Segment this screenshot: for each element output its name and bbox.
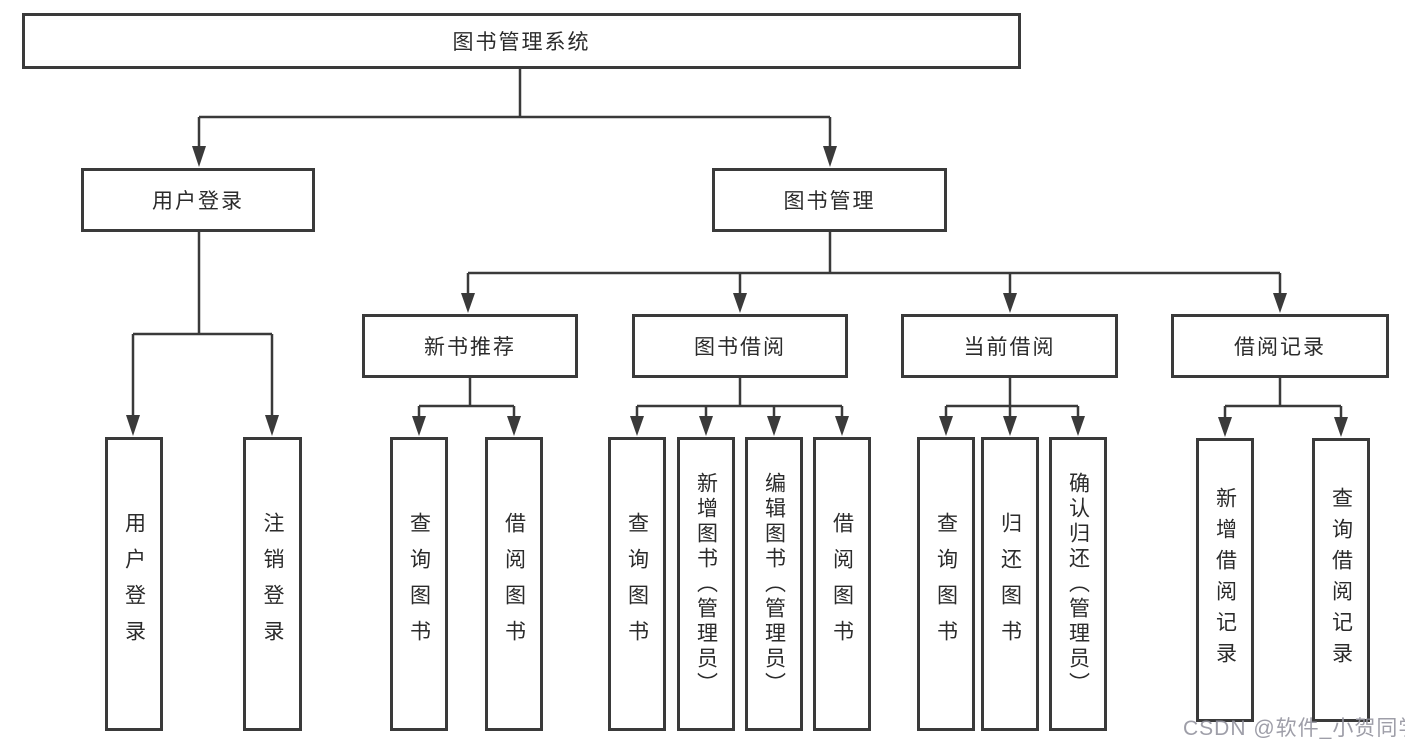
csdn-watermark: CSDN @软件_小贺同学 xyxy=(1183,717,1405,740)
leaf-logout: 注销登录 xyxy=(243,437,302,731)
leaf-query-books-1: 查询图书 xyxy=(390,437,448,731)
edge-root-to-level2 xyxy=(197,69,832,148)
edge-user-login-fork xyxy=(131,232,274,418)
leaf-logout-label: 注销登录 xyxy=(261,512,284,656)
edge-current-borrow-fork xyxy=(944,377,1080,418)
node-book-management: 图书管理 xyxy=(712,168,947,232)
leaf-query-books-3: 查询图书 xyxy=(917,437,975,731)
leaf-query-books-1-label: 查询图书 xyxy=(407,512,431,656)
leaf-confirm-return-admin: 确认归还（管理员） xyxy=(1049,437,1107,731)
edge-new-book-fork xyxy=(417,377,516,418)
leaf-user-login-label: 用户登录 xyxy=(122,512,146,656)
leaf-query-borrow-record-label: 查询借阅记录 xyxy=(1329,487,1353,673)
leaf-return-books-label: 归还图书 xyxy=(998,512,1022,656)
leaf-add-borrow-record-label: 新增借阅记录 xyxy=(1213,487,1237,673)
node-book-management-label: 图书管理 xyxy=(783,190,876,213)
edge-book-borrow-fork xyxy=(635,377,844,418)
leaf-user-login: 用户登录 xyxy=(105,437,163,731)
node-new-book-recommend: 新书推荐 xyxy=(362,314,578,378)
arrowheads xyxy=(126,146,1348,437)
node-user-login: 用户登录 xyxy=(81,168,315,232)
leaf-query-books-3-label: 查询图书 xyxy=(934,512,958,656)
leaf-borrow-books-2: 借阅图书 xyxy=(813,437,871,731)
leaf-edit-books-admin-label: 编辑图书（管理员） xyxy=(762,471,786,697)
leaf-query-books-2: 查询图书 xyxy=(608,437,666,731)
node-root: 图书管理系统 xyxy=(22,13,1021,69)
leaf-return-books: 归还图书 xyxy=(981,437,1039,731)
node-book-borrow-label: 图书借阅 xyxy=(694,336,786,359)
edge-borrow-records-fork xyxy=(1223,377,1343,419)
leaf-query-borrow-record: 查询借阅记录 xyxy=(1312,438,1370,722)
node-current-borrow: 当前借阅 xyxy=(901,314,1118,378)
leaf-query-books-2-label: 查询图书 xyxy=(625,512,649,656)
leaf-add-books-admin-label: 新增图书（管理员） xyxy=(694,471,718,697)
leaf-edit-books-admin: 编辑图书（管理员） xyxy=(745,437,803,731)
leaf-confirm-return-admin-label: 确认归还（管理员） xyxy=(1066,471,1090,697)
leaf-add-books-admin: 新增图书（管理员） xyxy=(677,437,735,731)
node-current-borrow-label: 当前借阅 xyxy=(963,336,1056,359)
node-root-label: 图书管理系统 xyxy=(452,31,591,54)
node-borrow-records: 借阅记录 xyxy=(1171,314,1389,378)
node-borrow-records-label: 借阅记录 xyxy=(1234,336,1326,359)
node-new-book-recommend-label: 新书推荐 xyxy=(424,336,516,359)
leaf-add-borrow-record: 新增借阅记录 xyxy=(1196,438,1254,722)
node-book-borrow: 图书借阅 xyxy=(632,314,848,378)
leaf-borrow-books-1-label: 借阅图书 xyxy=(502,512,526,656)
leaf-borrow-books-1: 借阅图书 xyxy=(485,437,543,731)
edge-book-mgmt-to-level3 xyxy=(466,232,1282,294)
leaf-borrow-books-2-label: 借阅图书 xyxy=(830,512,854,656)
node-user-login-label: 用户登录 xyxy=(152,190,244,213)
